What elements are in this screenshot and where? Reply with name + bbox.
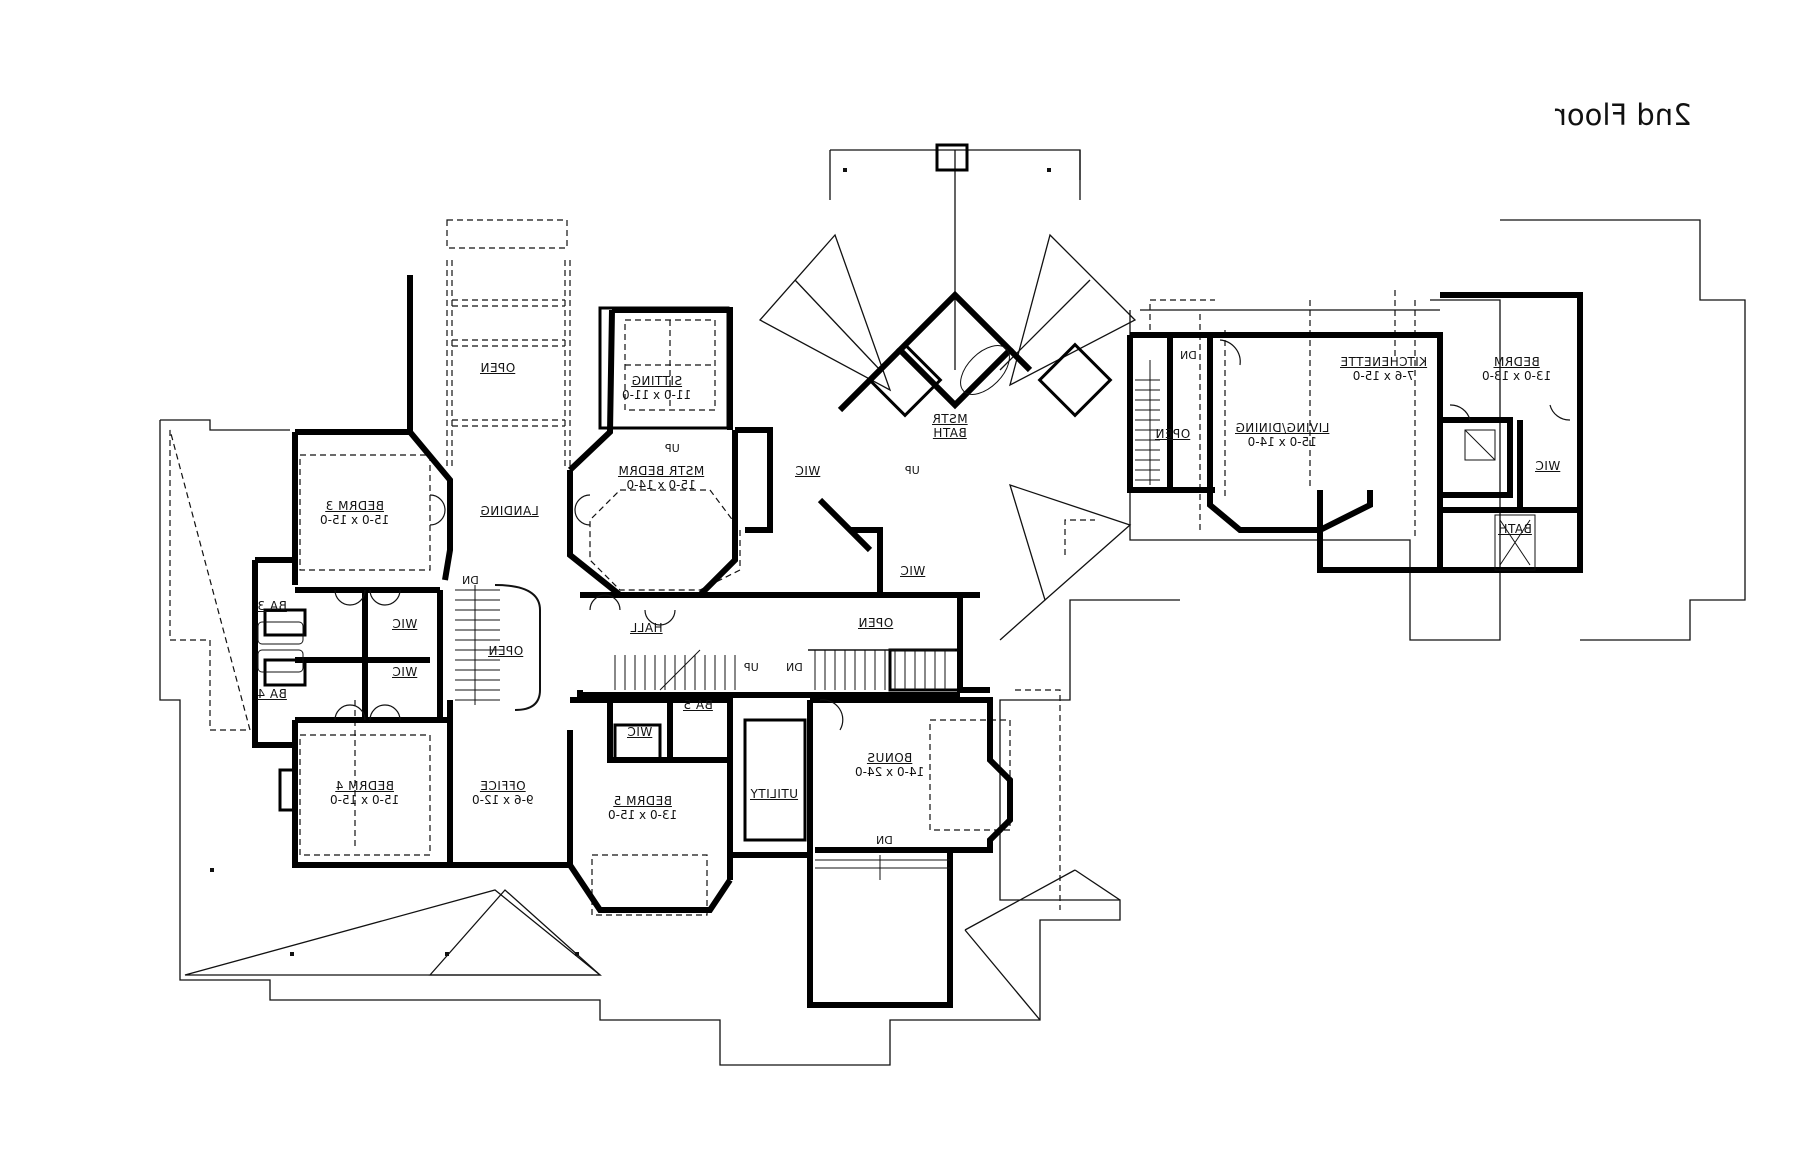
room-dims: 9-6 x 12-0 xyxy=(472,792,534,807)
room-name: HALL xyxy=(630,621,663,635)
room-name: OPEN xyxy=(488,644,524,658)
stair-dn-bonus: DN xyxy=(876,834,893,847)
room-wic-apartment: WIC xyxy=(1535,459,1561,474)
room-dims: 15-0 x 14-0 xyxy=(1247,434,1317,449)
room-open-hall: OPEN xyxy=(858,616,894,631)
room-name: MSTR xyxy=(932,412,968,426)
room-office: OFFICE 9-6 x 12-0 xyxy=(472,779,534,808)
room-master-bedroom: MSTR BEDRM 15-0 x 14-0 xyxy=(618,464,705,493)
room-dims: 15-0 x 15-0 xyxy=(330,792,400,807)
room-dims: 13-0 x 15-0 xyxy=(608,807,678,822)
room-sitting: SITTING 11-0 x 11-0 xyxy=(622,374,692,403)
room-dims: 15-0 x 15-0 xyxy=(320,512,390,527)
stair-up-sitting: UP xyxy=(665,442,680,455)
room-hall: HALL xyxy=(630,621,663,636)
room-dims: 7-6 x 15-0 xyxy=(1352,368,1415,383)
room-dims: 13-0 x 13-0 xyxy=(1482,368,1552,383)
room-name: BATH xyxy=(1498,522,1532,536)
room-bonus: BONUS 14-0 x 24-0 xyxy=(855,751,925,780)
room-name: WIC xyxy=(627,725,653,739)
room-bedroom-5: BEDRM 5 13-0 x 15-0 xyxy=(608,794,678,823)
room-bath-apartment: BATH xyxy=(1498,522,1532,537)
room-name-2: BATH xyxy=(932,425,967,440)
room-utility: UTILITY xyxy=(750,787,799,802)
room-name: BONUS xyxy=(866,751,913,765)
room-dims: 15-0 x 14-0 xyxy=(626,477,696,492)
room-name: LIVING/DINING xyxy=(1235,421,1330,435)
room-bedroom-3: BEDRM 3 15-0 x 15-0 xyxy=(320,499,390,528)
room-ba-4: BA 4 xyxy=(257,687,287,702)
room-wic-3: WIC xyxy=(392,617,418,632)
room-wic-5: WIC xyxy=(627,725,653,740)
room-dims: 14-0 x 24-0 xyxy=(855,764,925,779)
room-name: BEDRM xyxy=(1493,355,1540,369)
room-name: OFFICE xyxy=(479,779,526,793)
room-name: BEDRM 4 xyxy=(335,779,394,793)
room-name: BA 4 xyxy=(257,687,287,701)
room-ba-5: BA 5 xyxy=(683,698,713,713)
room-name: WIC xyxy=(392,617,418,631)
room-bedroom-4: BEDRM 4 15-0 x 15-0 xyxy=(330,779,400,808)
room-name: WIC xyxy=(392,665,418,679)
room-living-dining: LIVING/DINING 15-0 x 14-0 xyxy=(1235,421,1330,450)
room-name: UTILITY xyxy=(750,787,799,801)
room-wic-master-2: WIC xyxy=(900,564,926,579)
room-ba-3: BA 3 xyxy=(257,599,287,614)
room-name: BA 5 xyxy=(683,698,713,712)
room-name: WIC xyxy=(900,564,926,578)
room-open-stair: OPEN xyxy=(488,644,524,659)
stair-dn-main: DN xyxy=(462,574,479,587)
room-name: WIC xyxy=(795,464,821,478)
room-kitchenette: KITCHENETTE 7-6 x 15-0 xyxy=(1340,355,1428,384)
floor-title: 2nd Floor xyxy=(1555,98,1692,132)
room-name: OPEN xyxy=(858,616,894,630)
room-name: WIC xyxy=(1535,459,1561,473)
stair-dn-hall: DN xyxy=(786,661,803,674)
room-wic-4: WIC xyxy=(392,665,418,680)
room-name: BEDRM 3 xyxy=(325,499,384,513)
stair-dn-apartment: DN xyxy=(1180,349,1197,362)
room-name: BEDRM 5 xyxy=(613,794,672,808)
stair-up-hall: UP xyxy=(744,661,759,674)
room-open-top: OPEN xyxy=(480,361,516,376)
room-master-bath: MSTR BATH xyxy=(932,412,968,441)
room-name: KITCHENETTE xyxy=(1340,355,1428,369)
room-open-apartment: OPEN xyxy=(1155,427,1191,442)
room-bedroom-apartment: BEDRM 13-0 x 13-0 xyxy=(1482,355,1552,384)
room-name: SITTING xyxy=(631,374,683,388)
room-landing: LANDING xyxy=(480,504,539,519)
room-dims: 11-0 x 11-0 xyxy=(622,387,692,402)
room-name: OPEN xyxy=(480,361,516,375)
room-name: BA 3 xyxy=(257,599,287,613)
room-name: MSTR BEDRM xyxy=(618,464,705,478)
room-name: LANDING xyxy=(480,504,539,518)
stair-up-bath: UP xyxy=(905,464,920,477)
room-wic-master-1: WIC xyxy=(795,464,821,479)
room-name: OPEN xyxy=(1155,427,1191,441)
